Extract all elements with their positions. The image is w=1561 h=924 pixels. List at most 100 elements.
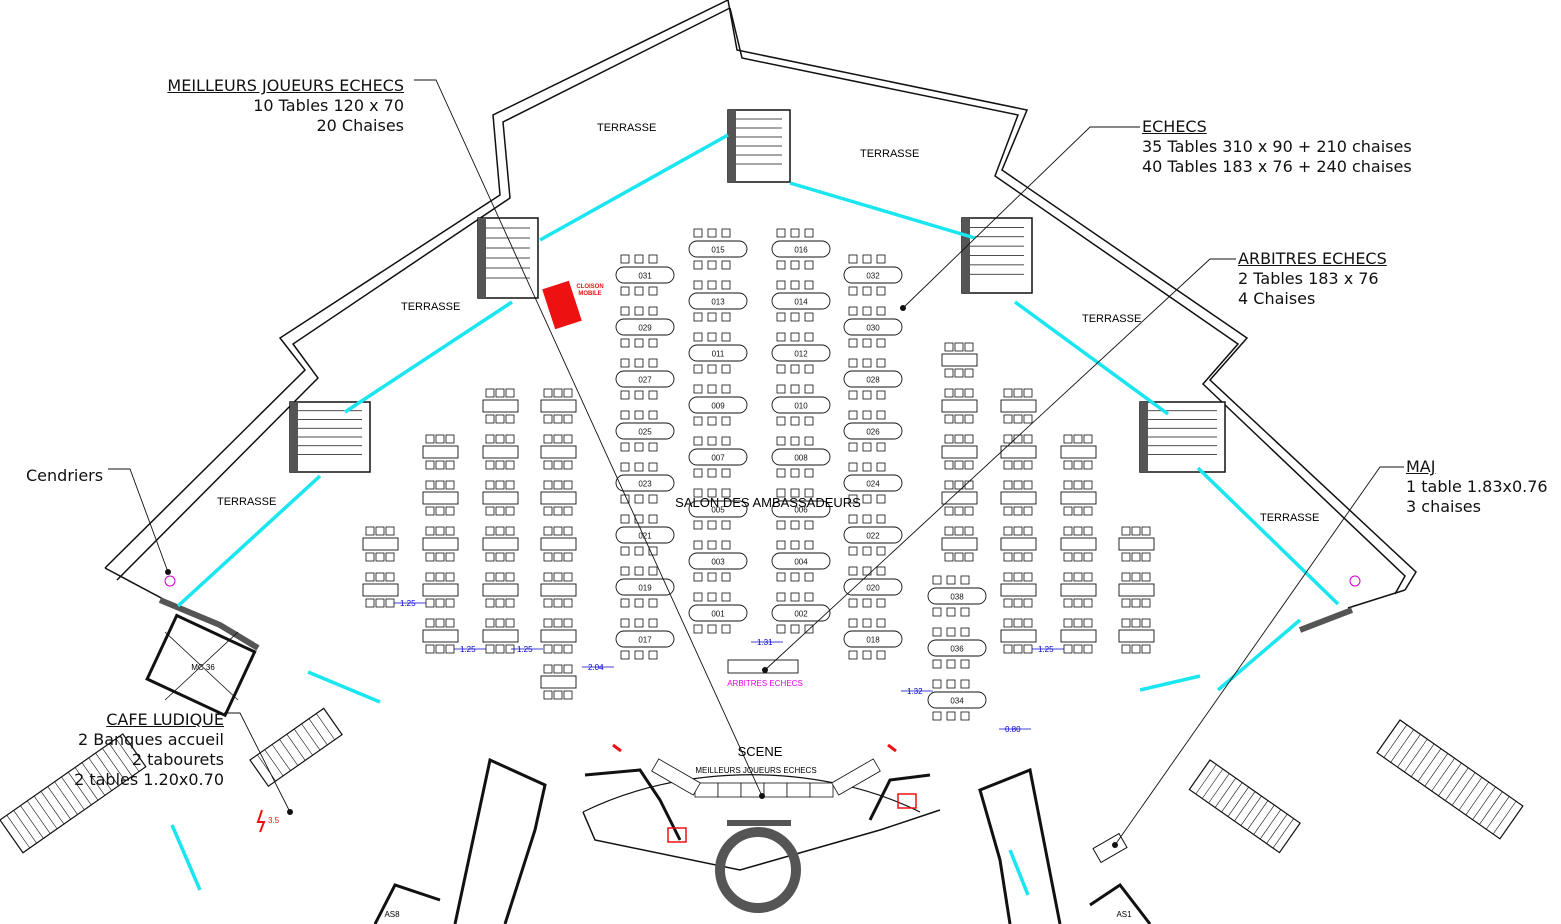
chair xyxy=(435,572,445,582)
chair xyxy=(1003,388,1013,398)
chair xyxy=(721,280,731,290)
chair xyxy=(1013,644,1023,654)
chair xyxy=(445,480,455,490)
chair xyxy=(876,410,886,420)
chair xyxy=(862,514,872,524)
chair xyxy=(1083,506,1093,516)
stair-step xyxy=(1492,801,1517,835)
maj-table xyxy=(1092,832,1128,864)
chair xyxy=(693,436,703,446)
rect-table xyxy=(941,491,978,505)
chair xyxy=(848,286,858,296)
stair-step xyxy=(1458,777,1483,811)
rect-table xyxy=(540,583,577,597)
stage-table xyxy=(763,782,788,798)
chair xyxy=(944,506,954,516)
chair xyxy=(862,410,872,420)
chair xyxy=(620,618,630,628)
chair xyxy=(693,228,703,238)
table-number: 015 xyxy=(711,246,725,255)
oval-table xyxy=(615,266,675,284)
stage-back xyxy=(582,809,941,871)
oval-table xyxy=(771,448,831,466)
chair xyxy=(776,592,786,602)
rect-table xyxy=(422,491,459,505)
chair xyxy=(553,388,563,398)
chair xyxy=(707,488,717,498)
dimension-value: 1.25 xyxy=(460,645,476,654)
chair xyxy=(776,468,786,478)
chair xyxy=(721,416,731,426)
chair xyxy=(876,254,886,264)
mc-room xyxy=(145,613,257,718)
stair-step xyxy=(1221,782,1243,813)
chair xyxy=(707,228,717,238)
chair xyxy=(648,410,658,420)
oval-table xyxy=(843,630,903,648)
stair-step xyxy=(1201,768,1224,799)
table-number: 011 xyxy=(712,350,725,359)
chair xyxy=(495,388,505,398)
chair xyxy=(876,390,886,400)
chair xyxy=(445,572,455,582)
chair xyxy=(790,364,800,374)
chair xyxy=(776,280,786,290)
stair-step xyxy=(115,738,140,772)
chair xyxy=(553,414,563,424)
chair xyxy=(721,260,731,270)
stage-table xyxy=(831,758,881,796)
room-as1 xyxy=(978,767,1062,924)
glass-wall xyxy=(539,133,729,242)
table-number: 013 xyxy=(711,298,725,307)
building-walls xyxy=(0,0,1524,924)
chair xyxy=(435,434,445,444)
chair xyxy=(495,480,505,490)
chair xyxy=(563,618,573,628)
chair xyxy=(876,338,886,348)
chair xyxy=(1083,526,1093,536)
chair xyxy=(776,416,786,426)
callout-meilleurs-title: MEILLEURS JOUEURS ECHECS xyxy=(167,76,404,95)
chair xyxy=(848,546,858,556)
chair xyxy=(693,520,703,530)
callout-leaders xyxy=(108,79,1404,848)
table-number: 014 xyxy=(794,298,808,307)
stair-step xyxy=(13,810,37,844)
chair xyxy=(543,434,553,444)
rect-table xyxy=(1060,629,1097,643)
table-number: 031 xyxy=(638,272,652,281)
chair xyxy=(553,506,563,516)
leader-arrowhead xyxy=(165,569,171,575)
wall-lobby-right xyxy=(1298,607,1354,633)
glass-wall xyxy=(307,670,381,704)
chair xyxy=(1023,434,1033,444)
chair xyxy=(495,414,505,424)
table-number: 025 xyxy=(638,428,652,437)
rect-table xyxy=(540,445,577,459)
table-number: 016 xyxy=(794,246,808,255)
chair xyxy=(648,390,658,400)
core-wall xyxy=(962,218,970,293)
chair xyxy=(944,342,954,352)
chair xyxy=(1023,414,1033,424)
chair xyxy=(707,280,717,290)
rect-table xyxy=(482,491,519,505)
chair xyxy=(543,460,553,470)
chair xyxy=(634,598,644,608)
chair xyxy=(790,384,800,394)
chair xyxy=(375,598,385,608)
chair xyxy=(1063,618,1073,628)
chair xyxy=(862,306,872,316)
chair xyxy=(445,618,455,628)
oval-table xyxy=(927,587,987,605)
table-number: 032 xyxy=(866,272,880,281)
glass-wall xyxy=(176,474,322,608)
chair xyxy=(693,416,703,426)
chair xyxy=(1141,552,1151,562)
chair xyxy=(707,260,717,270)
chair xyxy=(1013,526,1023,536)
callout-maj-title: MAJ xyxy=(1406,457,1436,476)
table-number: 021 xyxy=(638,532,652,541)
chair xyxy=(693,540,703,550)
chair xyxy=(445,644,455,654)
